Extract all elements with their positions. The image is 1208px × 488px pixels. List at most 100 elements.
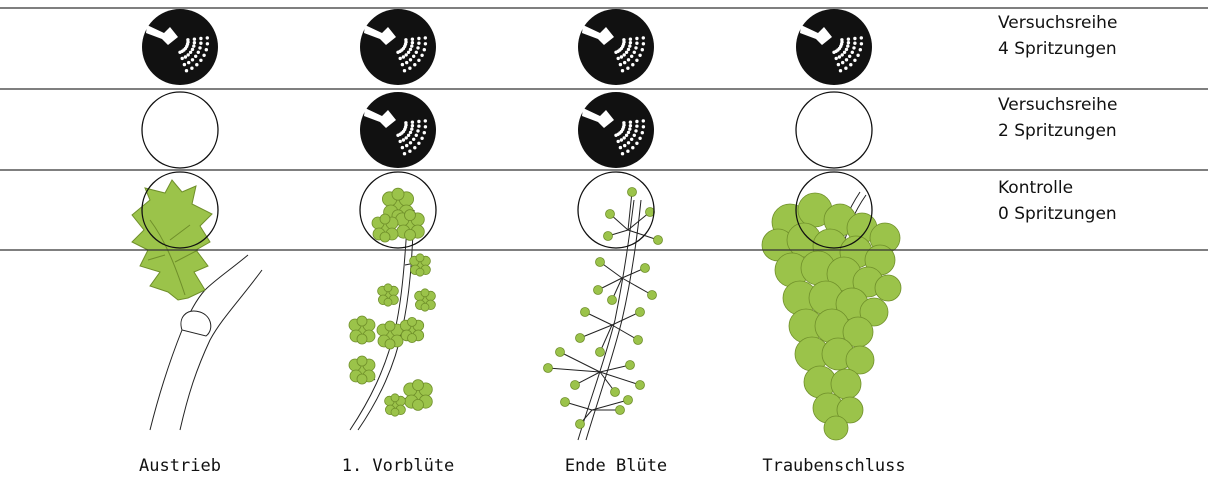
flower-bud bbox=[610, 387, 620, 397]
droplet bbox=[405, 143, 409, 148]
flower-pedicel bbox=[599, 364, 631, 373]
flower-bud bbox=[384, 338, 396, 350]
droplet bbox=[614, 133, 618, 137]
flower-pedicel bbox=[547, 367, 601, 373]
droplet bbox=[850, 50, 854, 54]
droplet bbox=[422, 48, 426, 52]
droplet bbox=[628, 37, 633, 41]
droplet bbox=[635, 119, 639, 124]
leaf-veins bbox=[147, 219, 199, 296]
droplet bbox=[410, 120, 415, 124]
droplet bbox=[412, 137, 416, 141]
spray-disc bbox=[360, 9, 436, 85]
droplet bbox=[634, 46, 638, 50]
flower-bud bbox=[607, 295, 617, 305]
droplet bbox=[631, 146, 635, 150]
droplet bbox=[196, 50, 200, 54]
flower-bud bbox=[390, 393, 400, 403]
droplet bbox=[626, 141, 631, 145]
flower-pedicel bbox=[591, 399, 629, 411]
flower-pedicel bbox=[621, 277, 653, 296]
droplet bbox=[190, 66, 194, 70]
droplet bbox=[620, 69, 625, 73]
spray-markers bbox=[141, 9, 873, 249]
flower-cluster bbox=[348, 187, 436, 431]
droplet bbox=[858, 48, 862, 52]
flower-bud bbox=[412, 379, 424, 392]
droplet bbox=[841, 60, 845, 65]
row-label-count: 4 Spritzungen bbox=[998, 39, 1117, 59]
droplet bbox=[852, 46, 856, 50]
spray-disc bbox=[578, 92, 654, 168]
grape-bunch bbox=[761, 191, 902, 441]
flower-bud bbox=[635, 307, 645, 317]
droplet bbox=[423, 42, 428, 46]
droplet bbox=[641, 119, 645, 123]
flower-bud bbox=[560, 397, 570, 407]
droplet bbox=[618, 62, 623, 67]
droplet bbox=[195, 62, 199, 67]
flower-bud bbox=[570, 380, 580, 390]
droplet bbox=[626, 149, 630, 153]
flower-bud bbox=[627, 187, 637, 197]
flower-pedicel bbox=[611, 324, 639, 341]
droplet bbox=[396, 133, 400, 137]
droplet bbox=[186, 53, 190, 57]
droplet bbox=[417, 58, 421, 62]
spray-nozzle-icon bbox=[578, 92, 654, 168]
droplet bbox=[408, 149, 412, 153]
grape-berry bbox=[836, 396, 864, 424]
flower-pedicel bbox=[599, 324, 613, 353]
flower-bud bbox=[623, 395, 633, 405]
droplet bbox=[634, 129, 638, 133]
droplet bbox=[183, 55, 188, 59]
row-label-title: Kontrolle bbox=[998, 178, 1074, 198]
droplet bbox=[628, 127, 632, 131]
shoot-stem bbox=[149, 254, 263, 431]
droplet bbox=[859, 36, 863, 40]
droplet bbox=[423, 125, 428, 129]
droplet bbox=[199, 58, 203, 62]
droplet bbox=[198, 46, 202, 50]
droplet bbox=[205, 42, 210, 46]
spray-disc bbox=[142, 9, 218, 85]
droplet bbox=[840, 53, 844, 57]
droplet bbox=[401, 55, 406, 59]
droplet bbox=[178, 50, 182, 54]
droplet bbox=[205, 36, 209, 40]
flower-pedicel bbox=[627, 229, 659, 241]
row-label-4-sprays: Versuchsreihe 4 Spritzungen bbox=[998, 10, 1117, 62]
droplet bbox=[628, 41, 633, 45]
droplet bbox=[844, 58, 849, 62]
stage-label-traubenschluss: Traubenschluss bbox=[762, 456, 906, 476]
droplet bbox=[416, 46, 420, 50]
droplet bbox=[616, 139, 620, 144]
droplet bbox=[628, 44, 632, 48]
droplet bbox=[416, 129, 420, 133]
flower-pedicel bbox=[627, 191, 633, 231]
droplet bbox=[614, 50, 618, 54]
flower-bud bbox=[593, 285, 603, 295]
flower-bud bbox=[640, 263, 650, 273]
flower-bud bbox=[605, 209, 615, 219]
nozzle-shape bbox=[582, 108, 614, 128]
flower-bud bbox=[390, 407, 400, 417]
grape-berry bbox=[845, 345, 875, 375]
flower-bud bbox=[404, 209, 416, 222]
spray-disc bbox=[578, 9, 654, 85]
droplet bbox=[410, 44, 414, 48]
flower-pedicel bbox=[611, 311, 641, 326]
flower-bud bbox=[379, 213, 391, 225]
droplet bbox=[420, 136, 424, 140]
droplet bbox=[396, 50, 400, 54]
flower-bud bbox=[356, 355, 368, 367]
droplet bbox=[635, 124, 639, 128]
nozzle-shape bbox=[582, 25, 614, 45]
droplet bbox=[635, 141, 639, 145]
droplet bbox=[406, 50, 411, 54]
droplet bbox=[398, 56, 402, 61]
flower-bud bbox=[625, 360, 635, 370]
flower-bud bbox=[595, 257, 605, 267]
droplet bbox=[632, 133, 636, 137]
droplet bbox=[408, 47, 413, 52]
